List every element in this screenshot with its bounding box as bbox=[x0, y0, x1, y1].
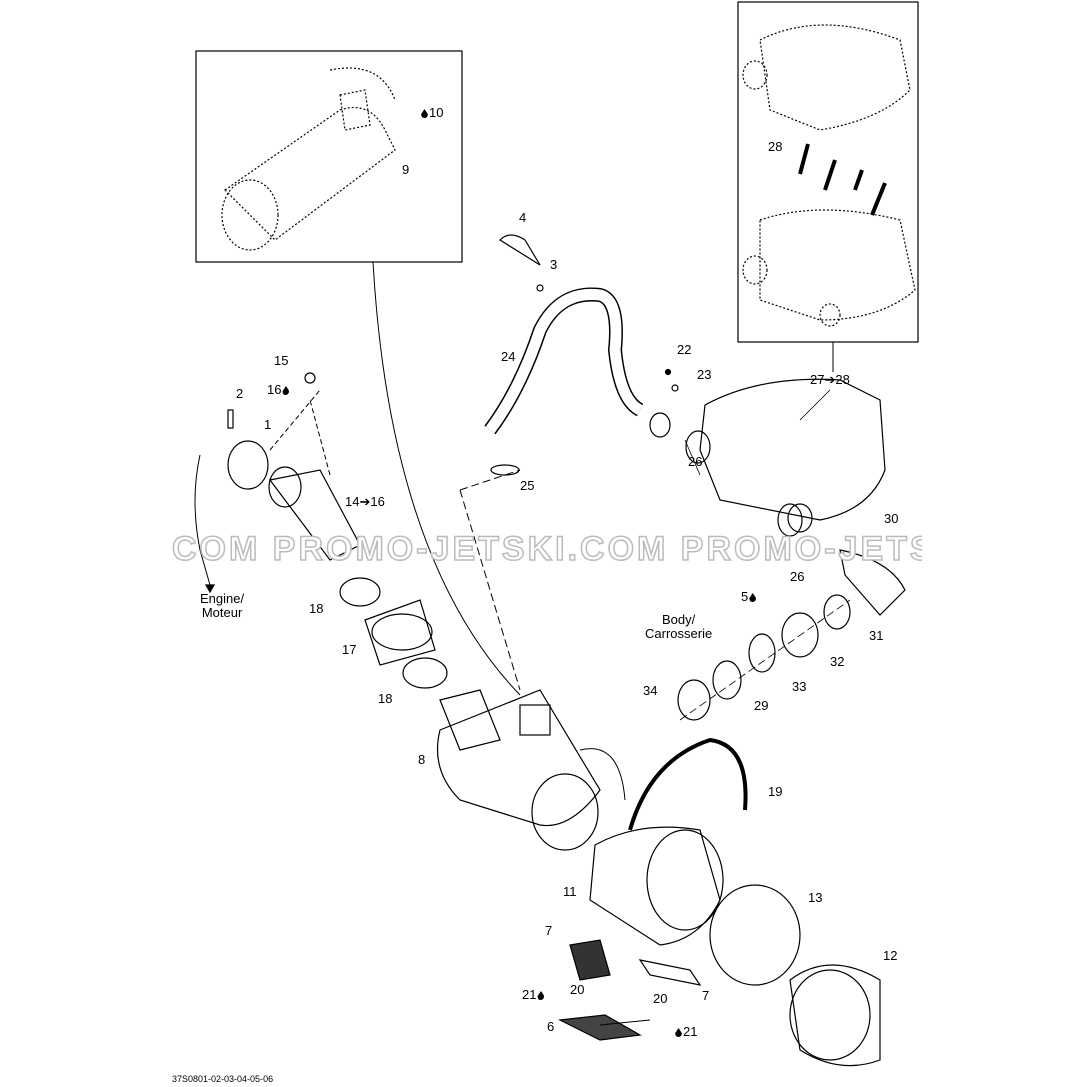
label-18: 18 bbox=[309, 601, 324, 616]
strap-4 bbox=[499, 234, 541, 266]
inset-box-muffler bbox=[195, 50, 463, 263]
bracket-7 bbox=[569, 939, 611, 981]
lubricant-drop-icon bbox=[537, 991, 545, 1000]
label-28: 28 bbox=[768, 139, 783, 154]
hose-strips bbox=[798, 143, 887, 216]
body-note: Body/Carrosserie bbox=[645, 612, 713, 641]
elbow-30 bbox=[839, 549, 906, 616]
label-17: 17 bbox=[342, 642, 357, 657]
engine-note: Engine/Moteur bbox=[200, 591, 245, 620]
lubricant-drop-icon bbox=[749, 593, 757, 602]
gasket-33 bbox=[748, 633, 776, 673]
label-22: 22 bbox=[677, 342, 692, 357]
label-18b: 18 bbox=[378, 691, 393, 706]
ring-13 bbox=[709, 884, 801, 986]
label-32: 32 bbox=[830, 654, 845, 669]
inset-resonator-drawing bbox=[742, 24, 916, 327]
label-3: 3 bbox=[550, 257, 558, 272]
label-16: 16 bbox=[267, 383, 290, 397]
strap-19 bbox=[628, 737, 748, 831]
lubricant-drop-icon bbox=[421, 109, 428, 118]
inset-box-resonator bbox=[737, 1, 919, 343]
label-21: 21 bbox=[522, 988, 545, 1002]
label-23: 23 bbox=[697, 367, 712, 382]
cap-12 bbox=[789, 964, 881, 1067]
clamp-1 bbox=[227, 440, 269, 490]
shell-11 bbox=[589, 826, 721, 946]
lubricant-drop-icon bbox=[282, 386, 290, 395]
plate-6 bbox=[557, 1014, 642, 1041]
ring-25 bbox=[490, 464, 520, 476]
label-7b: 7 bbox=[702, 988, 710, 1003]
label-20b: 20 bbox=[653, 991, 668, 1006]
label-27-28: 27➔28 bbox=[810, 372, 850, 387]
label-33: 33 bbox=[792, 679, 807, 694]
label-19: 19 bbox=[768, 784, 783, 799]
muffler-8 bbox=[436, 689, 601, 827]
clamp-18 bbox=[339, 577, 381, 607]
label-29: 29 bbox=[754, 698, 769, 713]
label-11: 11 bbox=[563, 884, 577, 899]
label-9: 9 bbox=[402, 162, 410, 177]
label-10: 10 bbox=[420, 106, 443, 120]
figure-code: 37S0801-02-03-04-05-06 bbox=[172, 1074, 274, 1084]
resonator bbox=[699, 378, 886, 521]
label-34: 34 bbox=[643, 683, 658, 698]
fitting-32 bbox=[781, 612, 819, 658]
label-25: 25 bbox=[520, 478, 535, 493]
pipe-14 bbox=[268, 469, 361, 561]
label-15: 15 bbox=[274, 353, 289, 368]
label-26: 26 bbox=[688, 454, 703, 469]
ring-29 bbox=[712, 660, 742, 700]
label-24: 24 bbox=[501, 349, 516, 364]
label-30: 30 bbox=[884, 511, 899, 526]
nut-34 bbox=[677, 679, 711, 721]
label-21b: 21 bbox=[674, 1025, 697, 1039]
watermark: COM PROMO-JETSKI.COM PROMO-JETSKI bbox=[172, 532, 922, 566]
label-26b: 26 bbox=[790, 569, 805, 584]
label-31: 31 bbox=[869, 628, 884, 643]
label-4: 4 bbox=[519, 210, 527, 225]
label-14-16: 14➔16 bbox=[345, 494, 385, 509]
sleeve-17 bbox=[364, 599, 436, 666]
label-1: 1 bbox=[264, 417, 272, 432]
label-12: 12 bbox=[883, 948, 898, 963]
lubricant-drop-icon bbox=[675, 1028, 682, 1037]
label-6: 6 bbox=[547, 1019, 555, 1034]
label-2: 2 bbox=[236, 386, 244, 401]
label-8: 8 bbox=[418, 752, 426, 767]
clamp-31 bbox=[823, 594, 851, 630]
label-20: 20 bbox=[570, 982, 585, 997]
label-13: 13 bbox=[808, 890, 823, 905]
inset-muffler-drawing bbox=[221, 67, 396, 251]
bracket-7b bbox=[638, 959, 702, 986]
label-5: 5 bbox=[741, 590, 757, 604]
label-7: 7 bbox=[545, 923, 553, 938]
